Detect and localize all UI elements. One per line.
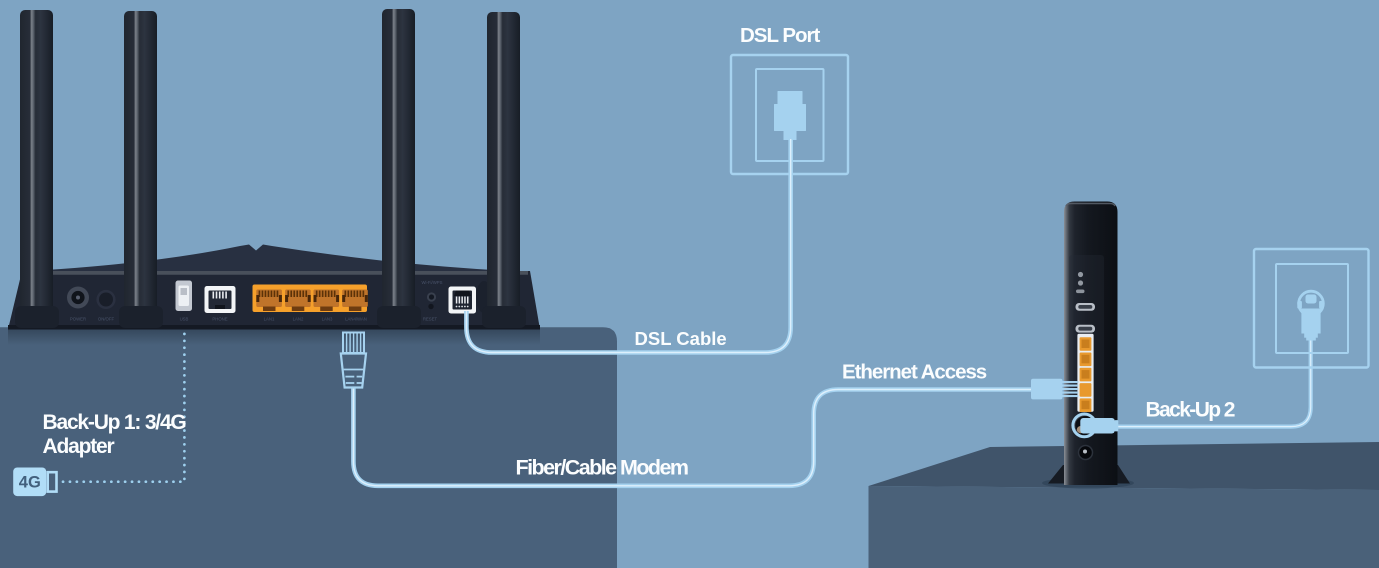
svg-text:4G: 4G: [19, 474, 41, 492]
svg-text:LAN4/WAN: LAN4/WAN: [345, 317, 367, 322]
svg-text:Adapter: Adapter: [43, 435, 115, 458]
svg-text:USB: USB: [180, 317, 189, 322]
svg-text:Wi-Fi/WPS: Wi-Fi/WPS: [421, 280, 442, 285]
svg-text:PHONE: PHONE: [212, 317, 227, 322]
svg-text:DSL Cable: DSL Cable: [635, 328, 727, 349]
svg-text:LAN1: LAN1: [264, 317, 275, 322]
svg-text:LAN2: LAN2: [293, 317, 304, 322]
svg-text:Back-Up 1: 3/4G: Back-Up 1: 3/4G: [43, 411, 187, 434]
svg-text:POWER: POWER: [70, 317, 86, 322]
svg-text:Fiber/Cable Modem: Fiber/Cable Modem: [516, 455, 688, 479]
svg-text:RESET: RESET: [423, 317, 438, 322]
svg-text:Back-Up 2: Back-Up 2: [1146, 399, 1235, 422]
svg-text:LAN3: LAN3: [322, 317, 333, 322]
svg-text:Ethernet Access: Ethernet Access: [842, 361, 987, 384]
svg-text:DSL Port: DSL Port: [740, 24, 820, 47]
svg-text:ON/OFF: ON/OFF: [98, 317, 115, 322]
